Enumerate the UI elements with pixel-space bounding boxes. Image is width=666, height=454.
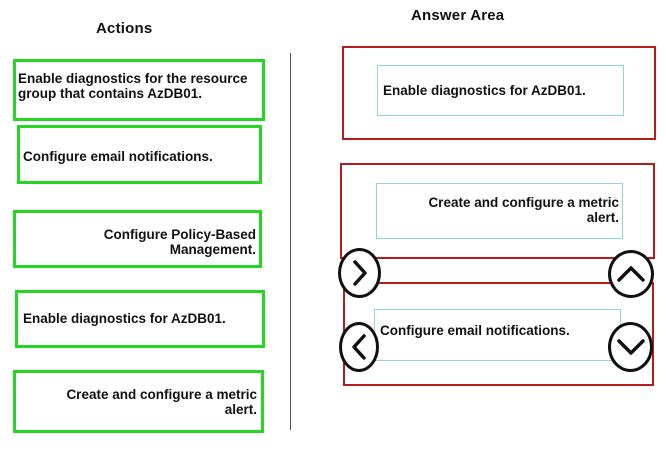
action-item-label: Create and configure a metric alert. bbox=[66, 387, 257, 417]
action-item-configure-policy-based-management[interactable]: Configure Policy-Based Management. bbox=[13, 210, 262, 268]
answer-item-create-metric-alert[interactable]: Create and configure a metric alert. bbox=[376, 183, 623, 239]
action-item-enable-diagnostics-azdb01[interactable]: Enable diagnostics for AzDB01. bbox=[15, 290, 265, 348]
actions-heading: Actions bbox=[96, 20, 153, 37]
move-left-button[interactable] bbox=[339, 322, 379, 372]
action-item-configure-email-notifications[interactable]: Configure email notifications. bbox=[17, 125, 262, 184]
panel-divider bbox=[290, 53, 291, 430]
action-item-enable-diagnostics-resource-group[interactable]: Enable diagnostics for the resource grou… bbox=[13, 59, 265, 121]
answer-item-enable-diagnostics-azdb01[interactable]: Enable diagnostics for AzDB01. bbox=[377, 65, 624, 116]
move-up-button[interactable] bbox=[608, 250, 654, 298]
action-item-label: Enable diagnostics for the resource grou… bbox=[18, 71, 248, 101]
answer-slot-1[interactable] bbox=[342, 46, 656, 140]
action-item-label: Configure Policy-Based Management. bbox=[103, 227, 256, 257]
answer-slot-2[interactable] bbox=[340, 163, 655, 259]
answer-item-label: Create and configure a metric alert. bbox=[428, 195, 619, 225]
answer-area-heading: Answer Area bbox=[411, 7, 505, 24]
chevron-up-icon bbox=[617, 266, 645, 282]
answer-item-label: Enable diagnostics for AzDB01. bbox=[383, 83, 586, 98]
answer-item-label: Configure email notifications. bbox=[380, 323, 570, 338]
chevron-left-icon bbox=[352, 334, 366, 360]
chevron-down-icon bbox=[616, 339, 645, 355]
chevron-right-icon bbox=[352, 260, 367, 286]
move-down-button[interactable] bbox=[608, 322, 653, 372]
action-item-create-metric-alert[interactable]: Create and configure a metric alert. bbox=[13, 370, 264, 433]
action-item-label: Configure email notifications. bbox=[23, 149, 213, 164]
action-item-label: Enable diagnostics for AzDB01. bbox=[23, 311, 226, 326]
answer-item-configure-email-notifications[interactable]: Configure email notifications. bbox=[374, 309, 621, 361]
move-right-button[interactable] bbox=[338, 248, 381, 298]
